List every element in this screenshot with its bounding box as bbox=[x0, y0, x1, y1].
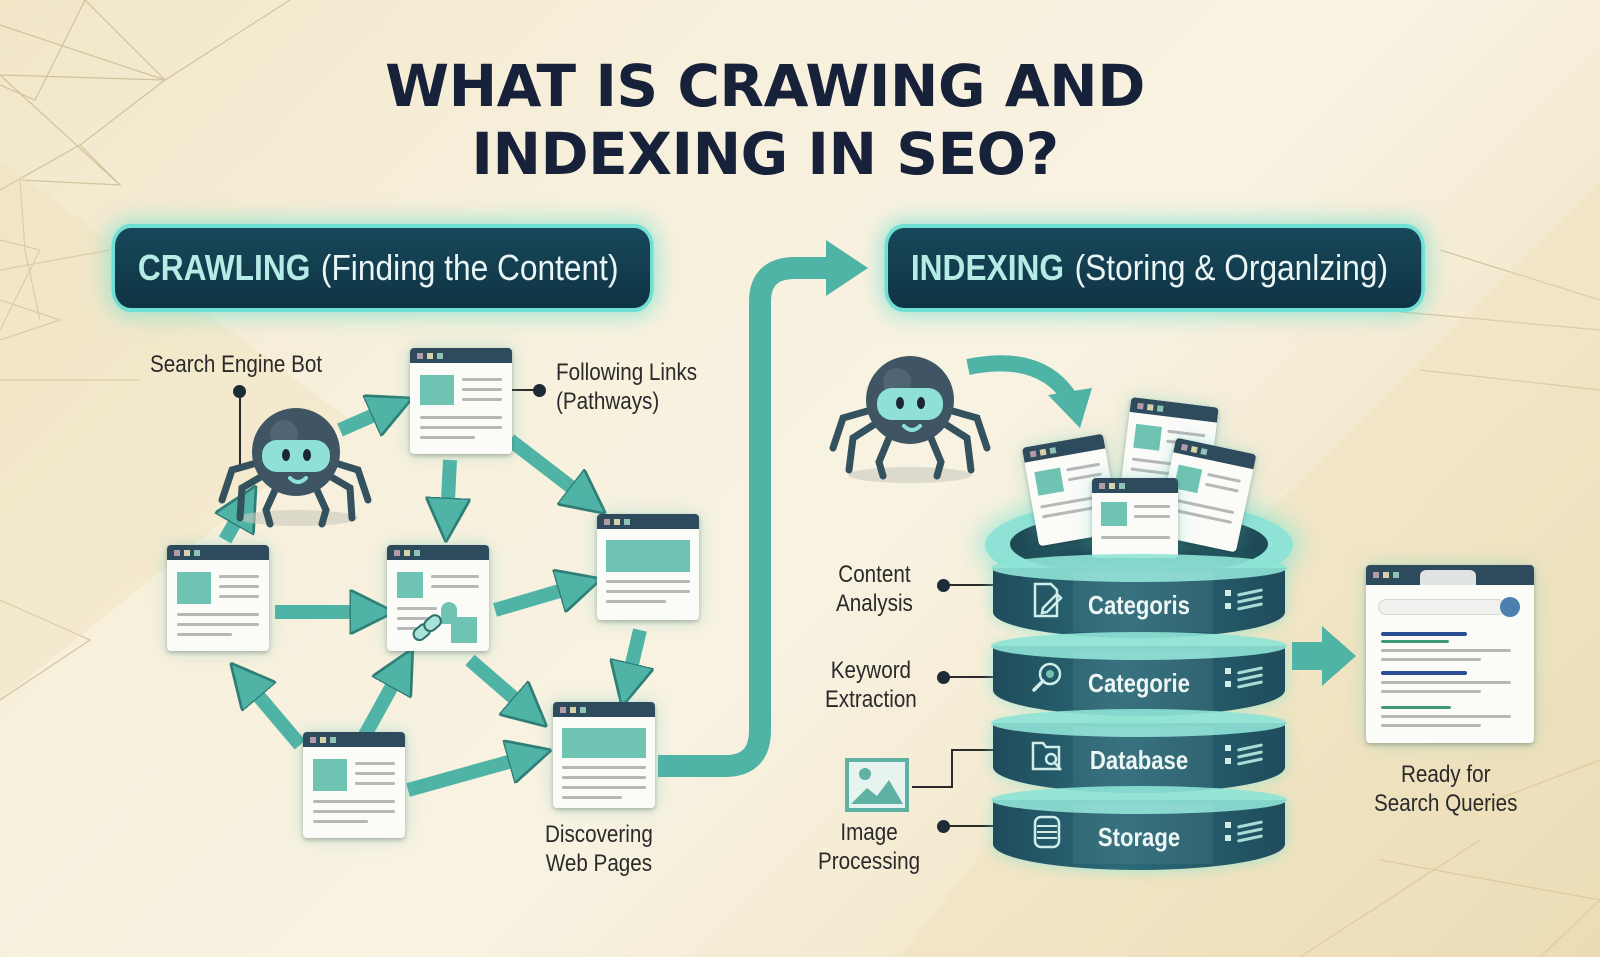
database-layer: Database bbox=[991, 709, 1287, 793]
label-dot bbox=[233, 385, 246, 398]
web-page-card bbox=[597, 514, 699, 620]
label-image-processing: Image Processing bbox=[818, 819, 921, 875]
indexing-spider-bot-icon bbox=[829, 356, 991, 483]
list-icon bbox=[1225, 586, 1264, 614]
web-page-card-with-link bbox=[387, 545, 489, 651]
image-icon bbox=[845, 758, 909, 812]
search-results-window bbox=[1366, 565, 1534, 743]
database-icon bbox=[1033, 815, 1061, 849]
database-layer-label: Storage bbox=[1097, 822, 1181, 852]
database-layer: Categorie bbox=[991, 632, 1287, 716]
spider-bot-icon bbox=[218, 408, 372, 528]
search-bar bbox=[1378, 599, 1506, 615]
indexing-heading: INDEXING (Storing & Organlzing) bbox=[888, 228, 1422, 308]
database-layer: Storage bbox=[991, 786, 1287, 870]
label-ready-for-search-queries: Ready for Search Queries bbox=[1374, 761, 1518, 817]
link-chain-icon bbox=[412, 614, 442, 642]
database-layer-label: Database bbox=[1089, 745, 1189, 775]
web-page-card bbox=[410, 348, 512, 454]
label-following-links: Following Links (Pathways) bbox=[556, 359, 698, 415]
web-page-card-discovered bbox=[553, 702, 655, 808]
list-icon bbox=[1225, 818, 1264, 846]
page-title: WHAT IS CRAWING AND INDEXING IN SEO? bbox=[385, 52, 1145, 188]
crawling-heading-sub: (Finding the Content) bbox=[320, 247, 619, 288]
web-page-card bbox=[167, 545, 269, 651]
list-icon bbox=[1225, 664, 1264, 692]
label-discovering-web-pages: Discovering Web Pages bbox=[545, 821, 653, 877]
document-edit-icon bbox=[1033, 582, 1063, 618]
label-dot bbox=[937, 671, 950, 684]
web-page-card bbox=[303, 732, 405, 838]
label-content-analysis: Content Analysis bbox=[836, 561, 913, 617]
label-dot bbox=[937, 579, 950, 592]
database-layer: Categoris bbox=[991, 554, 1287, 638]
indexing-heading-strong: INDEXING bbox=[910, 247, 1065, 288]
label-search-engine-bot: Search Engine Bot bbox=[150, 351, 323, 378]
indexing-heading-sub: (Storing & Organlzing) bbox=[1074, 247, 1389, 288]
list-icon bbox=[1225, 741, 1264, 769]
crawling-heading: CRAWLING (Finding the Content) bbox=[115, 228, 651, 308]
label-keyword-extraction: Keyword Extraction bbox=[825, 657, 917, 713]
search-button-icon bbox=[1500, 597, 1520, 617]
indexed-page-card bbox=[1092, 478, 1178, 558]
database-layer-label: Categoris bbox=[1088, 590, 1190, 620]
magnifier-icon bbox=[1032, 662, 1062, 692]
folder-search-icon bbox=[1031, 741, 1062, 771]
label-dot bbox=[533, 384, 546, 397]
label-dot bbox=[937, 820, 950, 833]
crawling-heading-strong: CRAWLING bbox=[137, 247, 311, 288]
database-layer-label: Categorie bbox=[1088, 668, 1190, 698]
browser-tab bbox=[1420, 570, 1476, 585]
